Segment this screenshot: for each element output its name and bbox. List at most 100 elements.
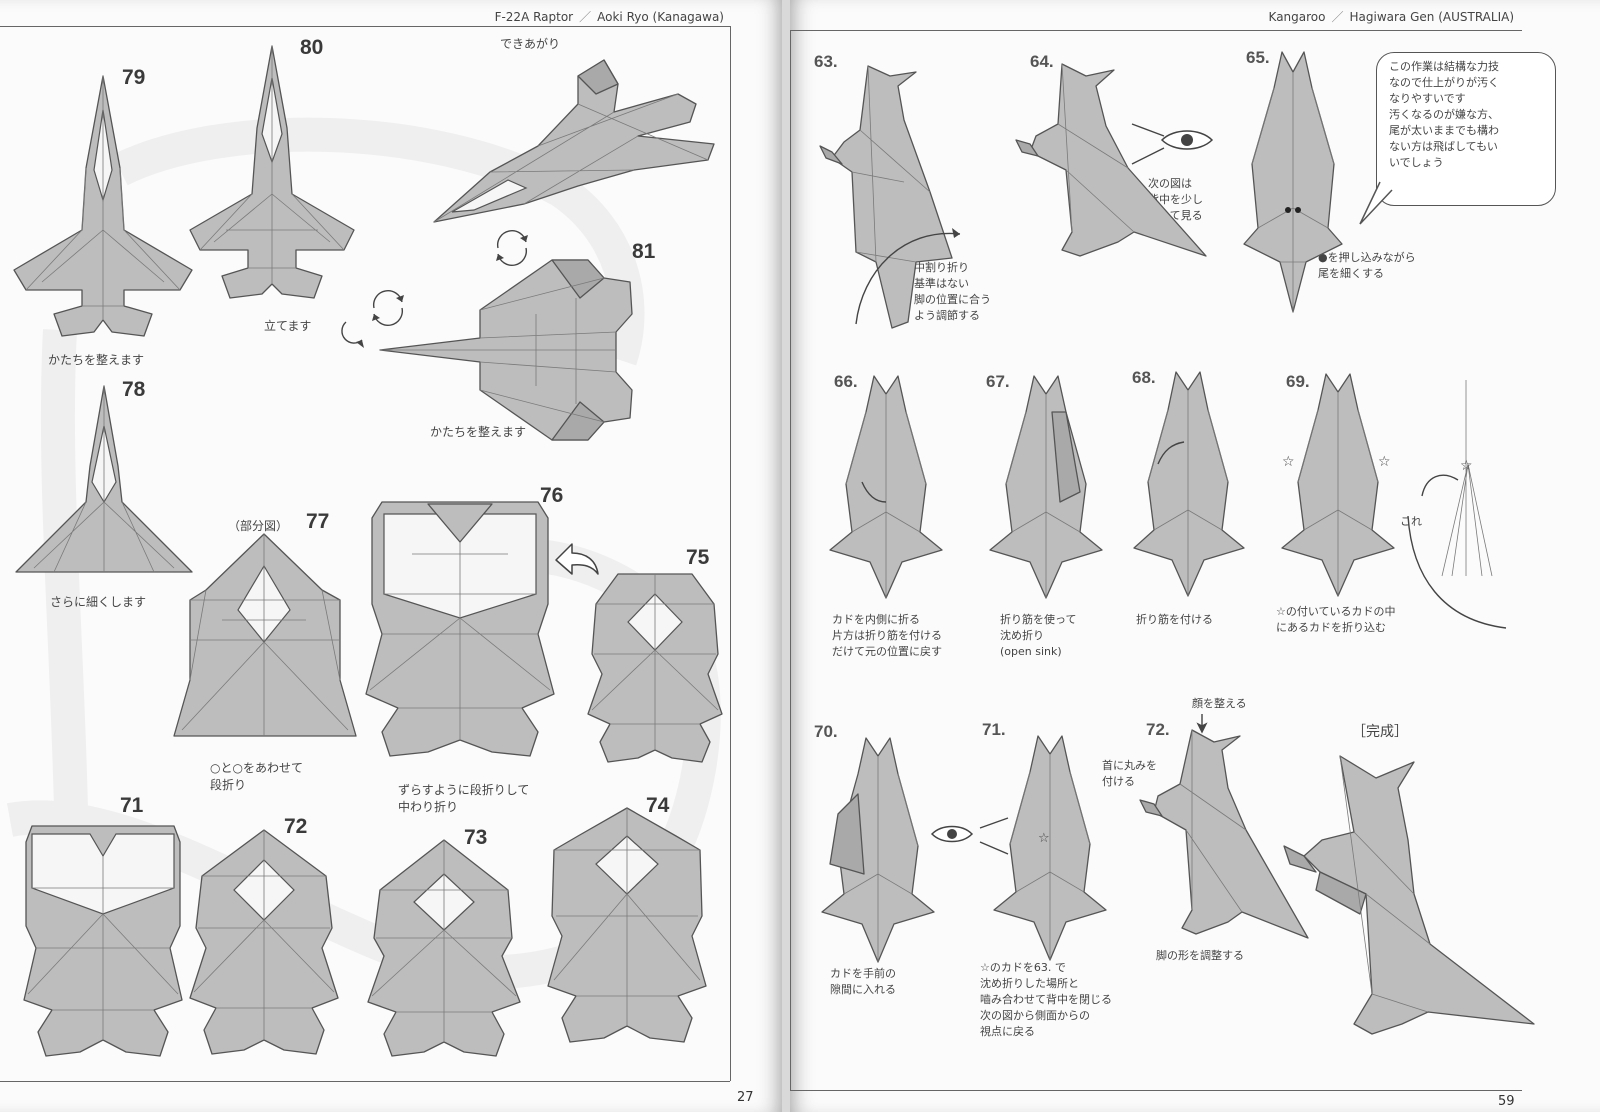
caption-step-80: 立てます bbox=[264, 319, 312, 333]
diagram-step-77 bbox=[173, 533, 357, 737]
diagram-step-75 bbox=[587, 573, 723, 763]
step-63-number: 63. bbox=[814, 52, 838, 71]
caption-step-78: さらに細くします bbox=[50, 595, 147, 609]
svg-text:☆: ☆ bbox=[1038, 831, 1050, 846]
header-separator: ／ bbox=[579, 10, 592, 24]
diagram-step-63 bbox=[819, 65, 961, 329]
step-70-number: 70. bbox=[814, 722, 838, 741]
diagram-step-76 bbox=[365, 501, 555, 757]
diagram-step-70 bbox=[821, 737, 935, 963]
step-74-number: 74 bbox=[646, 794, 670, 817]
caption-dekiagari: できあがり bbox=[500, 37, 561, 51]
diagram-step-80 bbox=[189, 45, 355, 299]
caption-step-72-face: 顔を整える bbox=[1192, 697, 1247, 710]
caption-step-67: 折り筋を使って 沈め折り (open sink) bbox=[1000, 613, 1077, 658]
caption-kore: これ bbox=[1400, 515, 1422, 528]
caption-step-70: カドを手前の 隙間に入れる bbox=[830, 967, 896, 996]
svg-text:☆: ☆ bbox=[1282, 454, 1295, 470]
step-69-number: 69. bbox=[1286, 372, 1310, 391]
caption-step-63: 中割り折り 基準はない 脚の位置に合う よう調節する bbox=[914, 261, 991, 322]
step-73-number: 73 bbox=[464, 826, 488, 849]
right-page: Kangaroo ／ Hagiwara Gen (AUSTRALIA) 59 63.… bbox=[790, 0, 1600, 1112]
step-72-number: 72. bbox=[1146, 720, 1170, 739]
caption-step-64: 次の図は 背中を少し 開いて見る bbox=[1148, 177, 1203, 222]
sight-lines bbox=[1131, 123, 1165, 165]
step-65-number: 65. bbox=[1246, 48, 1270, 67]
return-arrow-icon bbox=[555, 543, 599, 575]
diagram-step-65 bbox=[1243, 51, 1343, 313]
step-72-number: 72 bbox=[284, 815, 308, 838]
flip-arrow-icon bbox=[341, 321, 364, 348]
caption-step-65: ●を押し込みながら 尾を細くする bbox=[1318, 251, 1416, 280]
diagram-step-73 bbox=[367, 839, 521, 1057]
step-79-number: 79 bbox=[122, 66, 146, 89]
diagram-step-69-detail: ☆ bbox=[1407, 380, 1507, 629]
diagram-step-66 bbox=[829, 375, 943, 599]
step-81-number: 81 bbox=[632, 240, 656, 263]
diagram-finished-kangaroo bbox=[1283, 755, 1535, 1035]
step-64-number: 64. bbox=[1030, 52, 1054, 71]
caption-step-72-neck: 首に丸みを 付ける bbox=[1102, 759, 1157, 788]
step-66-number: 66. bbox=[834, 372, 858, 391]
complete-label: ［完成］ bbox=[1352, 724, 1408, 740]
header-author: Hagiwara Gen (AUSTRALIA) bbox=[1349, 10, 1515, 24]
footer-rule bbox=[0, 1081, 730, 1082]
left-page-header: F-22A Raptor ／ Aoki Ryo (Kanagawa) bbox=[495, 8, 724, 25]
bubble-tail bbox=[1359, 181, 1393, 225]
header-title: Kangaroo bbox=[1268, 10, 1326, 24]
right-page-header: Kangaroo ／ Hagiwara Gen (AUSTRALIA) bbox=[1269, 8, 1514, 25]
step-68-number: 68. bbox=[1132, 368, 1156, 387]
caption-step-68: 折り筋を付ける bbox=[1136, 613, 1213, 626]
diagram-step-67 bbox=[989, 375, 1103, 599]
eye-icon-2 bbox=[930, 817, 1009, 855]
caption-step-66: カドを内側に折る 片方は折り筋を付ける だけて元の位置に戻す bbox=[832, 613, 942, 658]
header-title: F-22A Raptor bbox=[494, 10, 574, 24]
diagram-step-71: ☆ bbox=[993, 735, 1107, 961]
diagram-step-68 bbox=[1133, 371, 1245, 597]
caption-step-79: かたちを整えます bbox=[48, 353, 145, 367]
right-margin-rule bbox=[730, 26, 731, 1081]
step-78-number: 78 bbox=[122, 378, 146, 401]
caption-step-76: ずらすように段折りして 中わり折り bbox=[398, 783, 530, 814]
header-rule bbox=[0, 26, 730, 27]
header-author: Aoki Ryo (Kanagawa) bbox=[597, 10, 724, 24]
bubble-note-text: この作業は結構な力技 なので仕上がりが汚く なりやすいです 汚くなるのが嫌な方、… bbox=[1389, 60, 1499, 169]
left-page: F-22A Raptor ／ Aoki Ryo (Kanagawa) 27 79 8… bbox=[0, 0, 782, 1112]
speech-bubble-note: この作業は結構な力技 なので仕上がりが汚く なりやすいです 汚くなるのが嫌な方、… bbox=[1376, 52, 1556, 206]
left-margin-rule bbox=[790, 30, 791, 1090]
diagram-step-79 bbox=[13, 75, 193, 337]
diagram-step-74 bbox=[547, 807, 707, 1043]
caption-step-81: かたちを整えます bbox=[430, 425, 527, 439]
header-rule bbox=[790, 30, 1522, 31]
caption-step-69: ☆の付いているカドの中 にあるカドを折り込む bbox=[1276, 605, 1396, 634]
step-80-number: 80 bbox=[300, 36, 324, 59]
footer-rule bbox=[790, 1090, 1522, 1091]
caption-step-72-legs: 脚の形を調整する bbox=[1156, 949, 1244, 962]
diagram-step-72 bbox=[189, 829, 339, 1055]
eye-icon bbox=[1160, 130, 1214, 150]
step-67-number: 67. bbox=[986, 372, 1010, 391]
diagram-step-72 bbox=[1139, 714, 1309, 939]
diagram-step-78 bbox=[15, 385, 193, 573]
caption-partial-view: （部分図） bbox=[228, 519, 289, 533]
diagram-step-64 bbox=[1015, 63, 1207, 257]
diagram-step-71 bbox=[23, 825, 183, 1057]
svg-text:☆: ☆ bbox=[1378, 454, 1391, 470]
step-76-number: 76 bbox=[540, 484, 564, 507]
svg-text:☆: ☆ bbox=[1460, 458, 1473, 474]
step-77-number: 77 bbox=[306, 510, 330, 533]
page-number: 59 bbox=[1498, 1094, 1515, 1109]
rotate-arrows-icon-2 bbox=[372, 290, 404, 326]
rotate-arrows-icon bbox=[496, 230, 528, 266]
header-separator: ／ bbox=[1331, 10, 1344, 24]
diagram-step-69: ☆ ☆ bbox=[1281, 373, 1395, 597]
diagram-finished-f22 bbox=[433, 59, 715, 223]
step-71-number: 71. bbox=[982, 720, 1006, 739]
step-75-number: 75 bbox=[686, 546, 710, 569]
step-71-number: 71 bbox=[120, 794, 144, 817]
caption-step-77: ○と○をあわせて 段折り bbox=[210, 761, 303, 792]
caption-step-71: ☆のカドを63. で 沈め折りした場所と 嚙み合わせて背中を閉じる 次の図から側… bbox=[980, 961, 1112, 1038]
page-number: 27 bbox=[737, 1090, 754, 1105]
diagram-step-81 bbox=[379, 259, 633, 441]
